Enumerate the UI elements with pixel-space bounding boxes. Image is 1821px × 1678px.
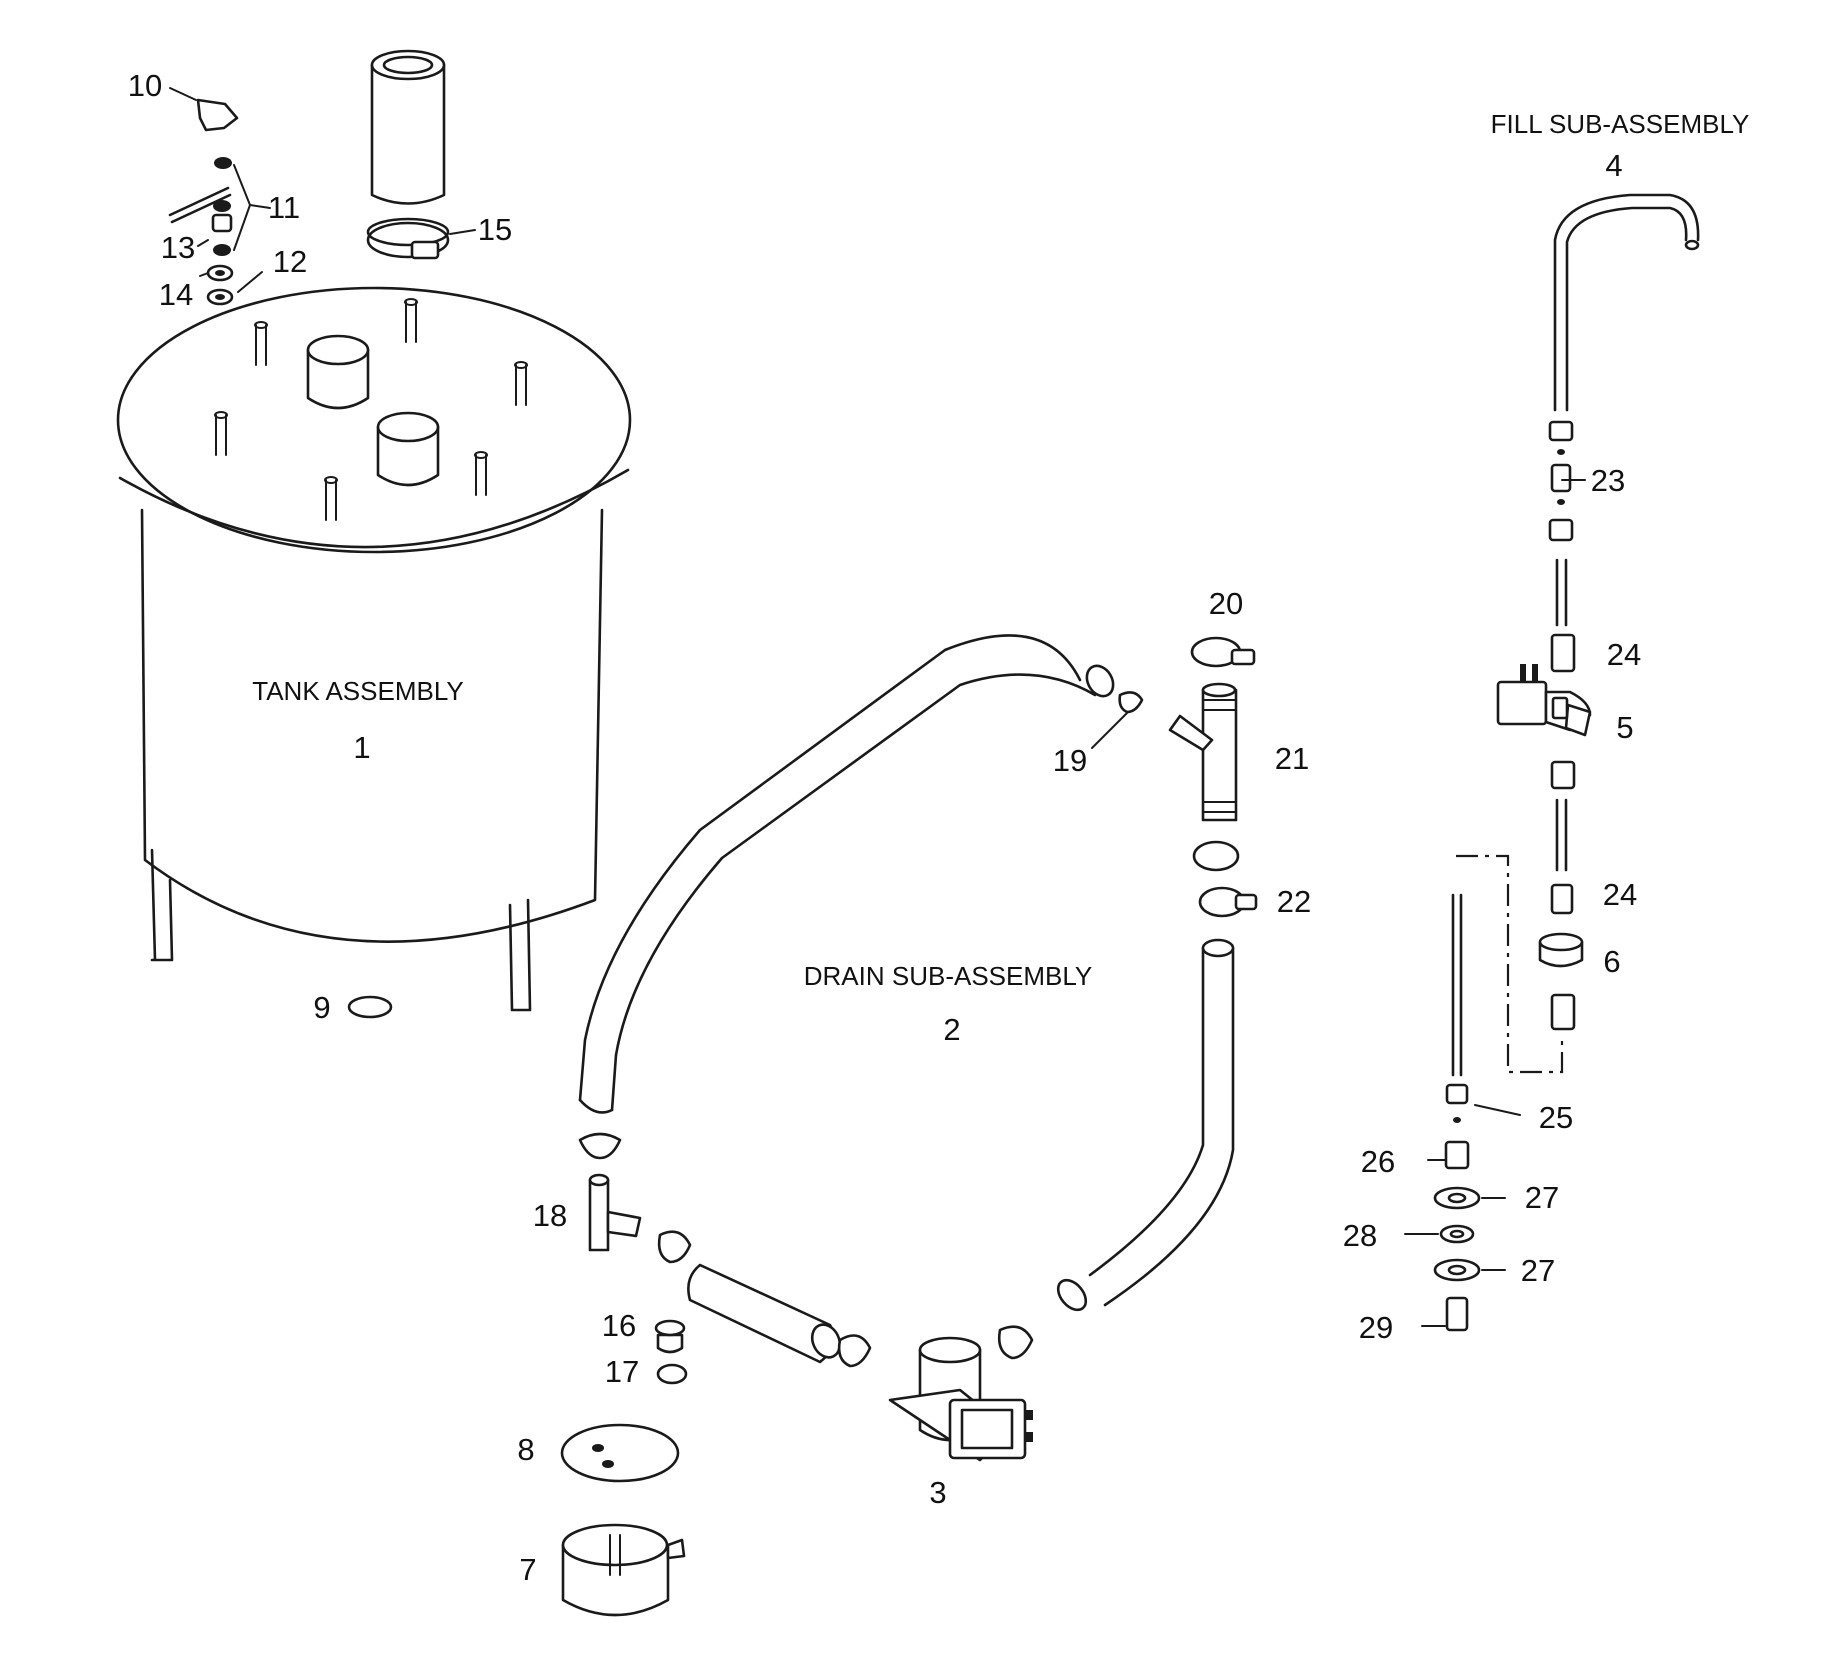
callout-14: 14 [159,277,193,312]
callout-12: 12 [273,244,307,279]
callout-22: 22 [1277,884,1311,919]
callout-24-upper: 24 [1607,637,1641,672]
callout-24-lower: 24 [1603,877,1637,912]
callout-28: 28 [1343,1218,1377,1253]
callout-17: 17 [605,1354,639,1389]
drain-sub-assembly-title: DRAIN SUB-ASSEMBLY [804,961,1092,991]
callout-7: 7 [519,1552,536,1587]
callout-19: 19 [1053,743,1087,778]
callout-5: 5 [1616,710,1633,745]
callout-4: 4 [1605,148,1622,183]
callout-13: 13 [161,230,195,265]
callout-20: 20 [1209,586,1243,621]
callout-11: 11 [268,190,300,225]
fill-sub-assembly-title: FILL SUB-ASSEMBLY [1491,109,1750,139]
callout-29: 29 [1359,1310,1393,1345]
part-15-tube-clamp [366,49,476,260]
callout-numbers: 4 3 5 6 7 8 9 10 11 12 13 14 15 16 17 18… [128,68,1641,1587]
callout-25: 25 [1539,1100,1573,1135]
callout-10: 10 [128,68,162,103]
callout-1: 1 [353,730,370,765]
callout-2: 2 [943,1012,960,1047]
leader-lines [1091,479,1586,749]
callout-18: 18 [533,1198,567,1233]
fill-sub-assembly: FILL SUB-ASSEMBLY [1404,109,1750,1332]
callout-27-upper: 27 [1525,1180,1559,1215]
callout-16: 16 [602,1308,636,1343]
drain-sub-assembly: DRAIN SUB-ASSEMBLY 2 [560,634,1258,1617]
callout-9: 9 [313,990,330,1025]
callout-15: 15 [478,212,512,247]
callout-3: 3 [929,1475,946,1510]
callout-27-lower: 27 [1521,1253,1555,1288]
callout-8: 8 [517,1432,534,1467]
tank-assembly: TANK ASSEMBLY 1 [116,286,632,1012]
lid-hardware-10-14 [168,87,271,306]
callout-26: 26 [1361,1144,1395,1179]
callout-6: 6 [1603,944,1620,979]
tank-assembly-title: TANK ASSEMBLY [252,676,463,706]
callout-21: 21 [1275,741,1309,776]
part-9-o-ring [347,995,393,1019]
callout-23: 23 [1591,463,1625,498]
